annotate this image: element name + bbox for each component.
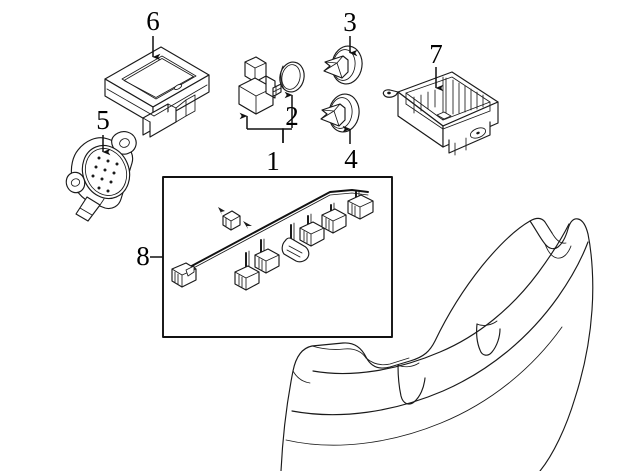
part-5-buzzer: [65, 131, 137, 222]
callout-5: 5: [96, 105, 110, 135]
callout-8: 8: [136, 241, 150, 271]
rear-bumper-cover: [280, 217, 594, 471]
part-3-upper-clip: [323, 45, 363, 85]
harness-connector: [321, 208, 347, 234]
part-6-control-module: [104, 46, 210, 138]
callout-6: 6: [146, 6, 160, 36]
callout-7: 7: [429, 39, 443, 69]
part-7-module-tray: [382, 71, 499, 156]
callout-4: 4: [344, 144, 358, 174]
harness-connector: [171, 262, 197, 288]
harness-connector: [347, 194, 374, 220]
callout-1: 1: [266, 146, 280, 176]
harness-connector: [299, 221, 325, 247]
part-2-retainer-ring: [279, 61, 305, 93]
harness-connector: [254, 248, 280, 274]
part-4-lower-clip: [320, 93, 360, 133]
callout-3: 3: [343, 7, 357, 37]
leader-1: [239, 112, 292, 143]
part-1-sensor: [238, 56, 282, 115]
harness-clip: [218, 207, 252, 231]
harness-connector: [281, 237, 310, 263]
callout-2: 2: [285, 101, 299, 131]
harness-connector: [234, 265, 260, 291]
part-8-wire-harness: [171, 189, 374, 291]
